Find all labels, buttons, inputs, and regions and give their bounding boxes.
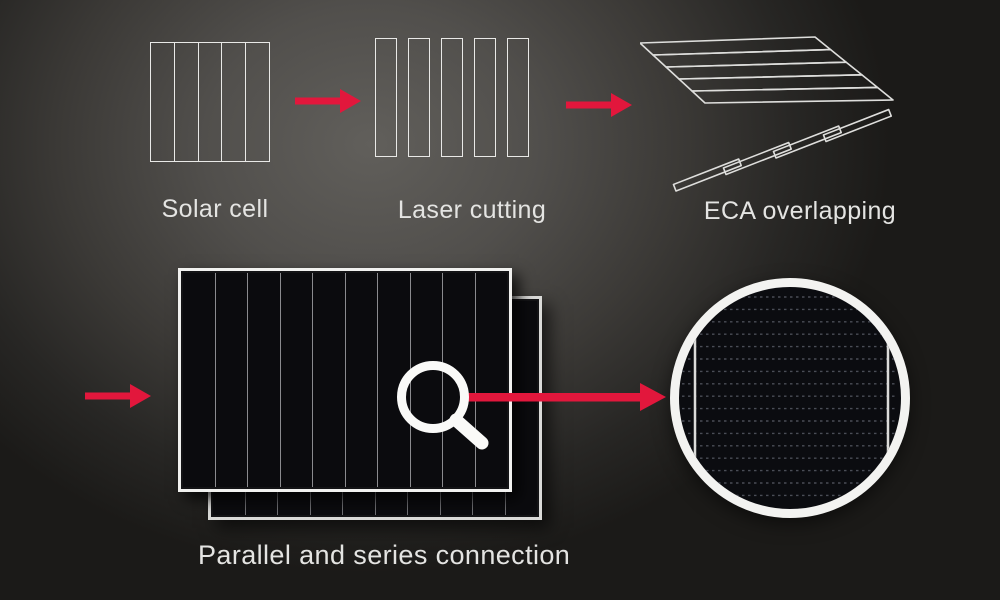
solar-cell-segment (222, 43, 247, 161)
solar-cell-label: Solar cell (161, 195, 269, 223)
panel-column (248, 273, 281, 487)
module-panel-front (178, 268, 512, 492)
cut-strip (441, 38, 463, 157)
eca-overlapping-figure (640, 36, 894, 192)
laser-cut-strips-figure (375, 38, 529, 157)
arrow-right-icon (85, 382, 151, 410)
magnifier-icon (392, 356, 498, 461)
cut-strip (474, 38, 496, 157)
cut-strip (375, 38, 397, 157)
panel-column (183, 273, 216, 487)
panel-column (411, 273, 443, 487)
arrow-right-icon (566, 91, 632, 119)
panel-column (216, 273, 248, 487)
cut-strip (408, 38, 430, 157)
solar-cell-segment (246, 43, 269, 161)
solar-cell-figure (150, 42, 270, 162)
busbar-detail (682, 296, 898, 497)
arrow-right-icon (295, 87, 361, 115)
solar-cell-segment (199, 43, 223, 161)
panel-column (281, 273, 313, 487)
panel-column (443, 273, 476, 487)
solar-cell-segment (175, 43, 199, 161)
panel-column (346, 273, 378, 487)
eca-overlapping-label: ECA overlapping (703, 197, 897, 225)
connection-label: Parallel and series connection (198, 540, 571, 570)
solar-cell-segment (151, 43, 175, 161)
cell-closeup-circle (670, 278, 910, 518)
cut-strip (507, 38, 529, 157)
panel-column (313, 273, 346, 487)
laser-cutting-label: Laser cutting (397, 196, 547, 224)
arrow-right-icon (466, 381, 666, 413)
